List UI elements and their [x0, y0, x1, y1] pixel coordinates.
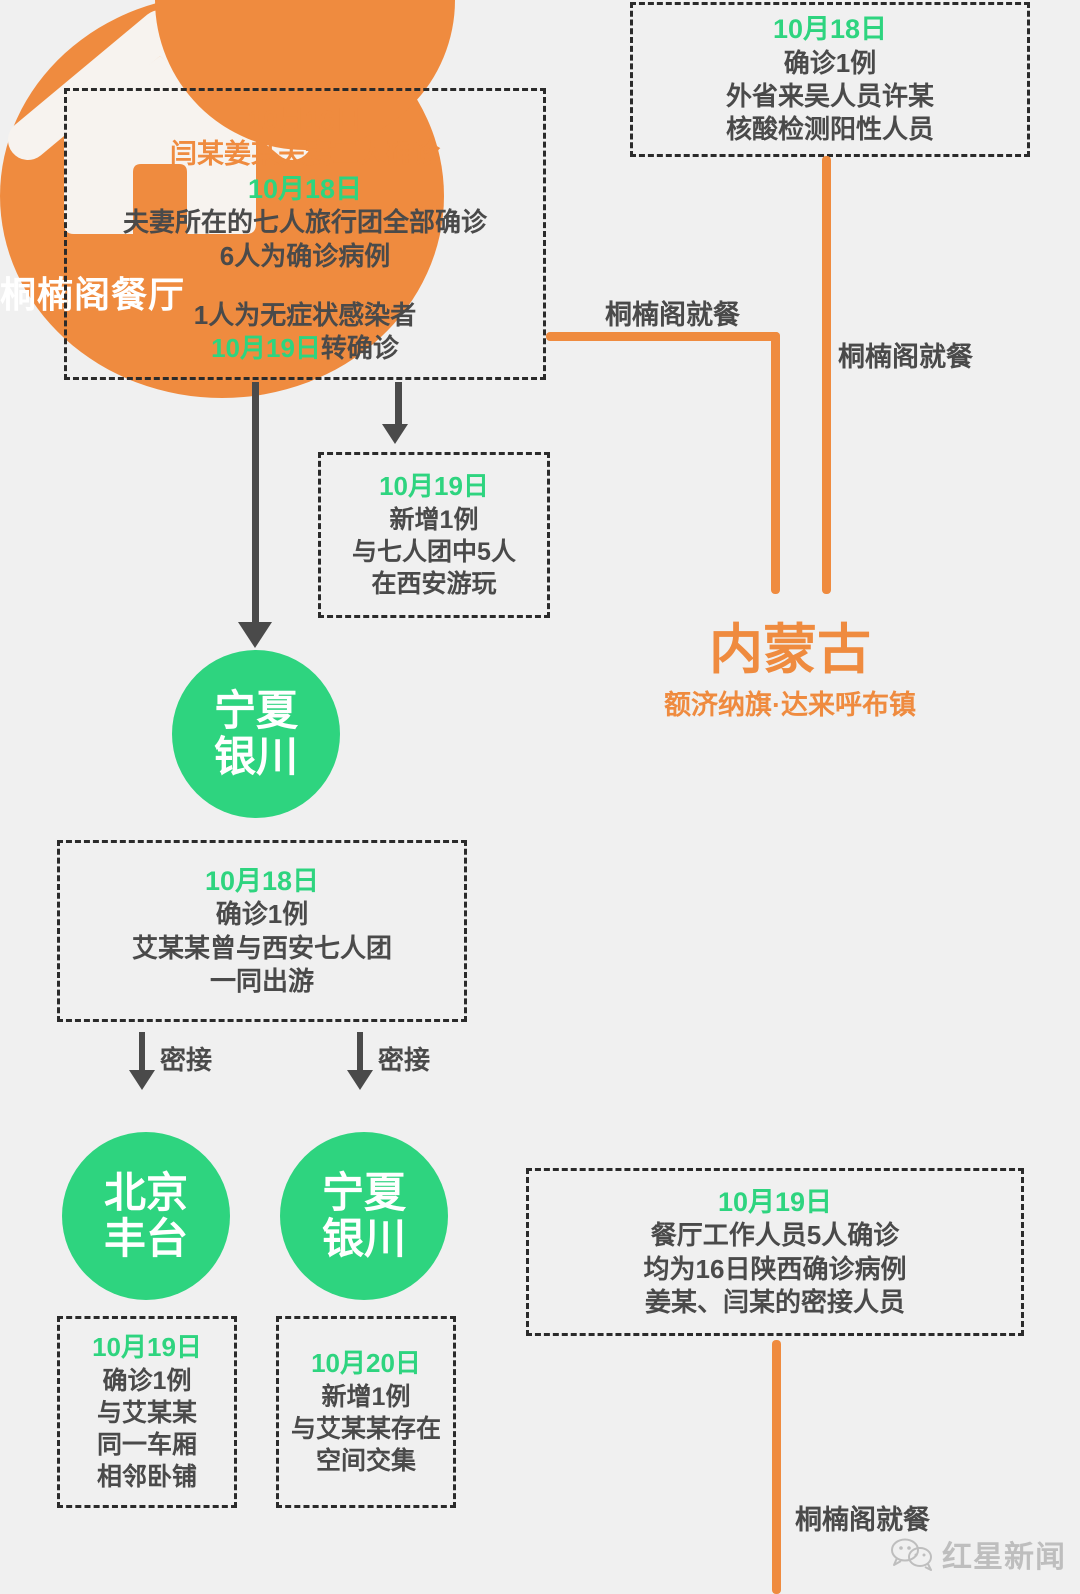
box-line: 新增1例 — [389, 505, 479, 534]
box-line: 10月19日 — [717, 1186, 833, 1217]
box-line: 与艾某某存在 — [290, 1414, 441, 1443]
edge-label-dining-1: 桐楠阁就餐 — [605, 300, 740, 330]
orange-connector-vertical-3 — [772, 1340, 781, 1594]
box-line: 确诊1例 — [102, 1366, 192, 1395]
circle-label-line2: 丰台 — [103, 1215, 188, 1262]
box-line: 新增1例 — [321, 1382, 411, 1411]
circle-label-line1: 宁夏 — [213, 686, 298, 734]
box-line: 同一车厢 — [96, 1430, 197, 1459]
box-line: 10月18日 — [204, 865, 320, 896]
connector-line-to-fengtai — [139, 1032, 145, 1076]
circle-tongnange-restaurant: 桐楠阁餐厅 — [0, 0, 444, 398]
xian-tour-box: 10月19日 新增1例 与七人团中5人 在西安游玩 — [318, 452, 550, 618]
circle-label-line2: 银川 — [213, 733, 298, 780]
wechat-icon — [891, 1538, 932, 1571]
orange-connector-vertical-1 — [771, 332, 780, 594]
connector-line-shaanxi-to-yinchuan — [252, 382, 259, 630]
orange-connector-vertical-2 — [822, 156, 831, 594]
edge-label-close-contact-2: 密接 — [378, 1045, 431, 1075]
restaurant-staff-box: 10月19日 餐厅工作人员5人确诊 均为16日陕西确诊病例 姜某、闫某的密接人员 — [526, 1168, 1024, 1336]
box-line: 1人为无症状感染者 — [193, 299, 417, 330]
box-line: 闫某姜某夫妻二人确诊 — [170, 139, 440, 170]
watermark-text: 红星新闻 — [942, 1541, 1066, 1574]
edge-label-dining-3: 桐楠阁就餐 — [795, 1505, 930, 1535]
box-line: 均为16日陕西确诊病例 — [643, 1253, 907, 1284]
box-line: 10月19日 — [92, 1332, 202, 1363]
wuxi-case-box: 10月18日 确诊1例 外省来吴人员许某 核酸检测阳性人员 — [630, 2, 1030, 157]
box-line: 外省来吴人员许某 — [725, 81, 934, 112]
circle-label-line1: 北京 — [103, 1168, 188, 1216]
box-line: 在西安游玩 — [371, 569, 497, 598]
edge-label-dining-2: 桐楠阁就餐 — [838, 342, 973, 372]
edge-label-close-contact-1: 密接 — [160, 1045, 213, 1075]
box-line: 餐厅工作人员5人确诊 — [650, 1220, 900, 1251]
box-line: 10月18日 — [772, 14, 888, 45]
box-line: 相邻卧铺 — [96, 1462, 197, 1491]
box-line: 姜某、闫某的密接人员 — [644, 1286, 905, 1317]
box-line: 10月20日 — [311, 1348, 421, 1379]
watermark: 红星新闻 — [890, 1532, 1066, 1576]
connector-line-to-yinchuan2 — [357, 1032, 363, 1076]
box-line-rest: 转确诊 — [320, 333, 399, 364]
box-line: 艾某某曾与西安七人团 — [131, 932, 392, 963]
region-title: 内蒙古 — [709, 620, 871, 680]
box-line: 与七人团中5人 — [352, 537, 516, 566]
circle-label-line1: 宁夏 — [321, 1168, 406, 1216]
region-subtitle: 额济纳旗·达来呼布镇 — [664, 689, 916, 720]
yinchuan-case-box: 10月18日 确诊1例 艾某某曾与西安七人团 一同出游 — [57, 840, 467, 1022]
box-line: 确诊1例 — [215, 899, 309, 930]
box-line: 6人为确诊病例 — [219, 240, 391, 271]
box-line-mixed: 10月19日转确诊 — [211, 332, 399, 365]
box-line: 一同出游 — [209, 965, 314, 996]
connector-line-shaanxi-to-xian — [395, 382, 402, 426]
box-line: 空间交集 — [315, 1446, 416, 1475]
restaurant-label: 桐楠阁餐厅 — [0, 274, 186, 315]
arrow-head-shaanxi-to-xian — [382, 424, 408, 444]
region-title-block: 内蒙古 额济纳旗·达来呼布镇 — [560, 622, 1020, 722]
orange-connector-horizontal-1 — [546, 332, 780, 341]
box-line: 核酸检测阳性人员 — [725, 114, 934, 145]
arrow-head-shaanxi-to-yinchuan — [238, 622, 272, 648]
circle-label-line2: 银川 — [321, 1215, 406, 1262]
box-line-date: 10月19日 — [211, 333, 321, 364]
circle-ningxia-yinchuan-bottom: 宁夏 银川 — [280, 1132, 448, 1300]
circle-beijing-fengtai: 北京 丰台 — [62, 1132, 230, 1300]
arrow-head-to-yinchuan2 — [347, 1070, 373, 1090]
box-line: 10月18日 — [247, 173, 363, 204]
circle-ningxia-yinchuan-top: 宁夏 银川 — [172, 650, 340, 818]
arrow-head-to-fengtai — [129, 1070, 155, 1090]
yinchuan-second-case-box: 10月20日 新增1例 与艾某某存在 空间交集 — [276, 1316, 456, 1508]
fengtai-case-box: 10月19日 确诊1例 与艾某某 同一车厢 相邻卧铺 — [57, 1316, 237, 1508]
box-line: 10月16日 — [247, 104, 363, 135]
box-line: 与艾某某 — [96, 1398, 197, 1427]
shaanxi-group-box: 10月16日 闫某姜某夫妻二人确诊 10月18日 夫妻所在的七人旅行团全部确诊 … — [64, 88, 546, 380]
box-line: 确诊1例 — [783, 47, 877, 78]
box-line: 夫妻所在的七人旅行团全部确诊 — [122, 207, 487, 238]
box-line: 10月19日 — [379, 471, 489, 502]
